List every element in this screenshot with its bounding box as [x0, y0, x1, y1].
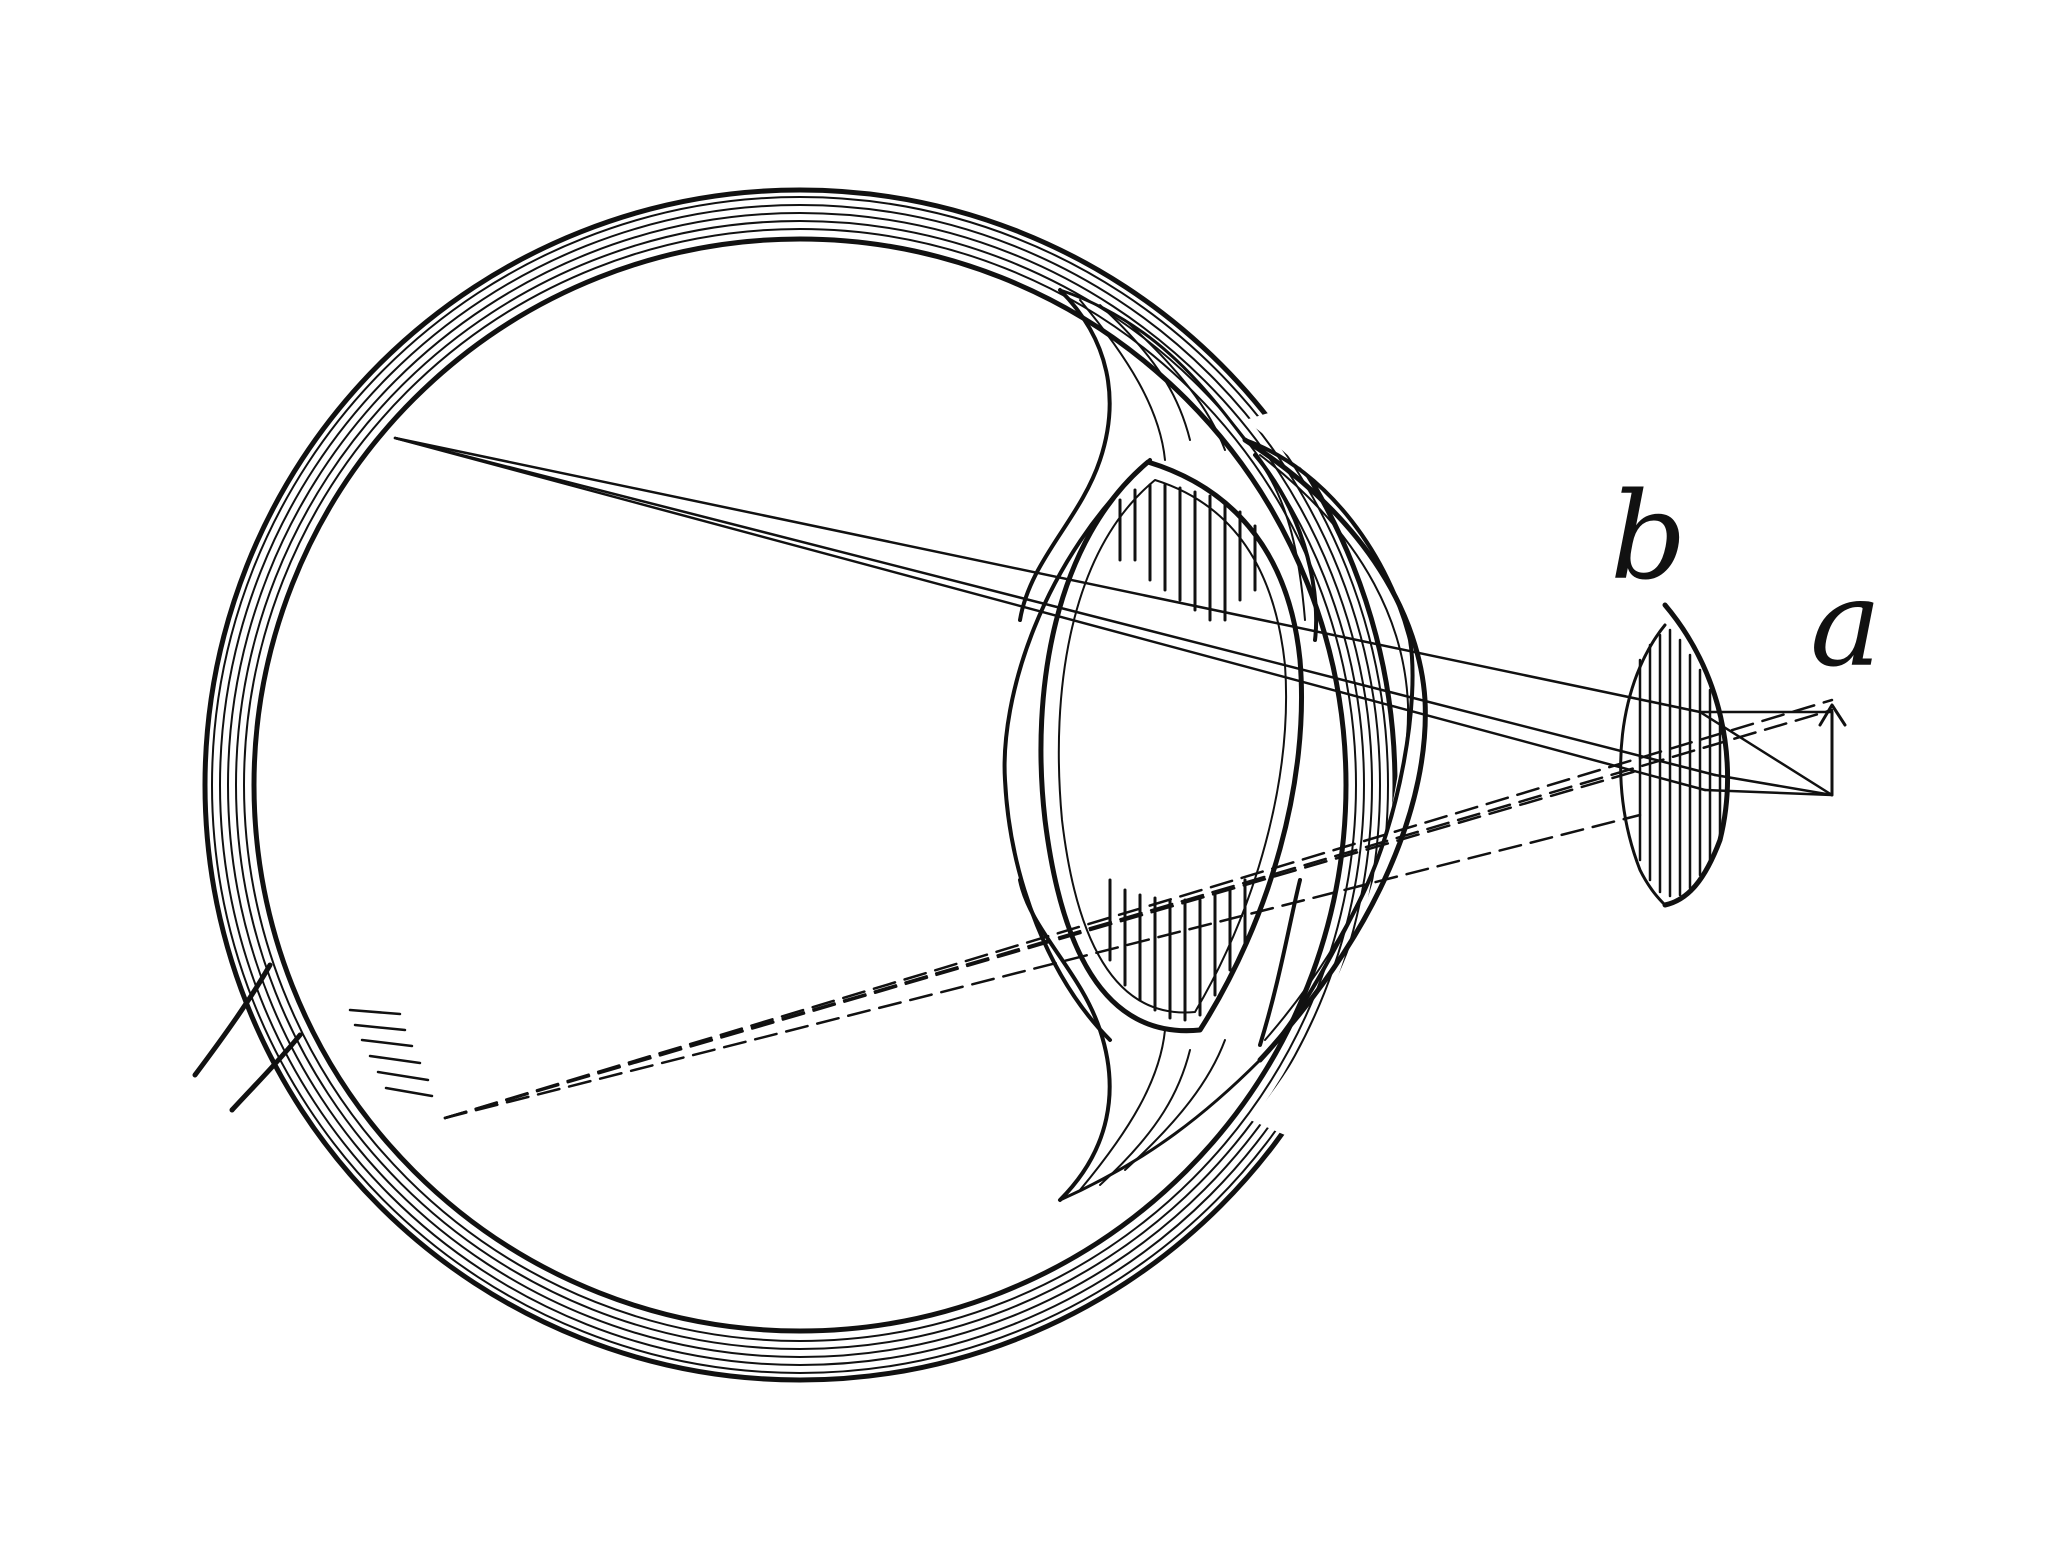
eyeball-shell [202, 187, 1398, 1383]
object-arrow-a [1818, 703, 1847, 797]
solid-light-rays [393, 436, 1834, 797]
iris [1243, 438, 1415, 1062]
lens-hatching-bottom [1108, 878, 1247, 1022]
cornea-mask [1245, 380, 1460, 1180]
dashed-light-rays [443, 698, 1834, 1120]
hyaloid-boundary [1002, 458, 1152, 1042]
label-b: b [1610, 468, 1687, 607]
label-a: a [1810, 555, 1882, 694]
crystalline-lens [1038, 459, 1305, 1034]
optic-nerve [192, 962, 303, 1113]
retina-hatching [348, 1008, 434, 1098]
lens-hatching-top [1118, 483, 1257, 622]
